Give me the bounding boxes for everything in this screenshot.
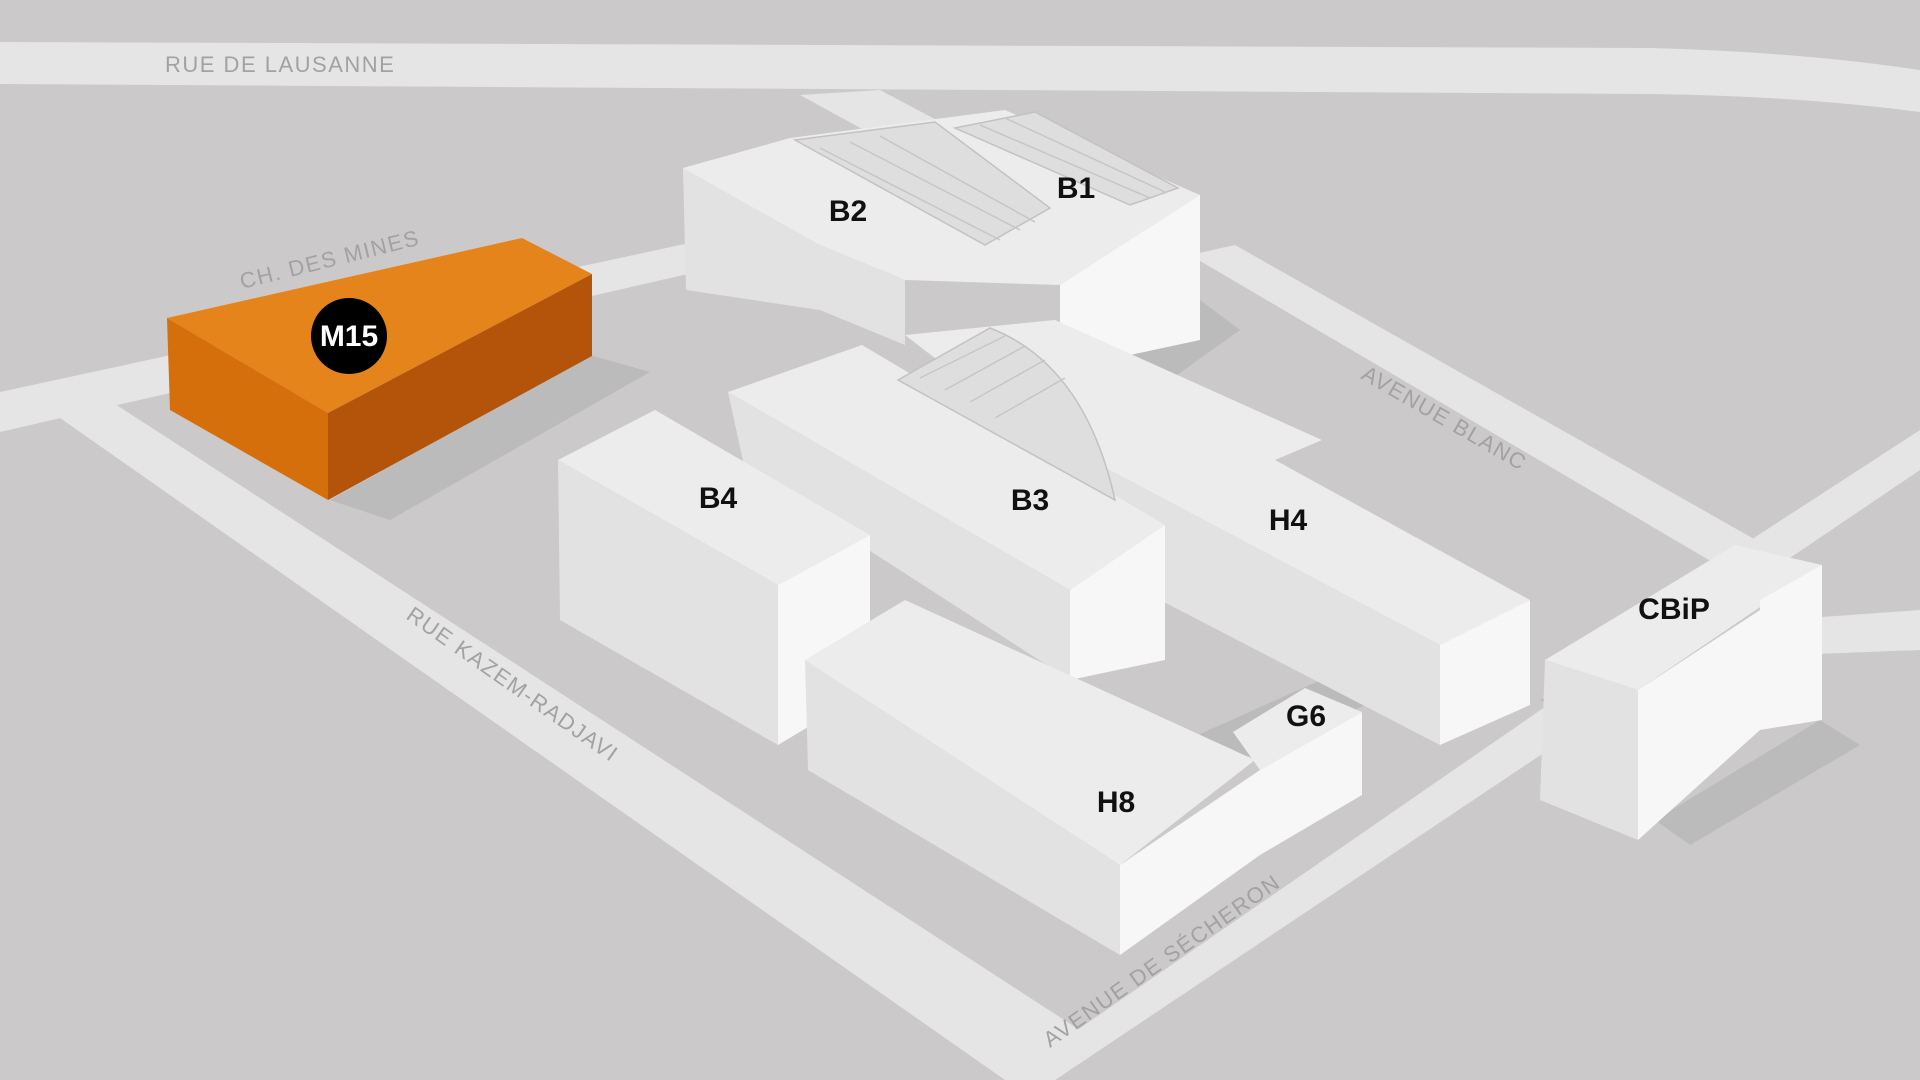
building-m15[interactable]: M15 [167, 238, 592, 500]
road-avenue-blanc [1190, 245, 1800, 590]
h4-label: H4 [1269, 504, 1308, 537]
h4-right-face [1440, 600, 1530, 745]
cbip-right-face [1638, 610, 1760, 840]
b3-label: B3 [1011, 484, 1049, 517]
m15-left-face [167, 318, 328, 500]
b3-left-face [728, 392, 1070, 680]
b1-label: B1 [1057, 172, 1095, 205]
m15-right-face [328, 274, 592, 500]
b2-left-face [683, 168, 905, 345]
cbip-east-wing [1760, 565, 1822, 730]
m15-badge [311, 298, 387, 374]
cbip-label: CBiP [1638, 593, 1710, 626]
b3-roof [728, 345, 1165, 590]
b2-label: B2 [829, 195, 867, 228]
h8-roof [805, 600, 1255, 865]
m15-label: M15 [320, 320, 378, 353]
b4-label: B4 [699, 482, 738, 515]
building-g6[interactable]: G6 [1233, 688, 1362, 855]
road-rue-kazem-radjavi [60, 402, 1095, 1080]
b3-glass-dome [896, 327, 1117, 502]
b3-right-face [1070, 525, 1165, 680]
g6-roof [1233, 688, 1362, 770]
building-h8[interactable]: H8 [805, 600, 1260, 955]
h8-right-face [1120, 770, 1260, 955]
b4-roof [558, 410, 870, 585]
b1-right-face [1060, 195, 1200, 370]
cbip-roof [1545, 545, 1822, 690]
h8-left-face [805, 660, 1120, 955]
building-b3[interactable]: B3 [728, 327, 1165, 680]
building-b2-b1[interactable]: B2 B1 [683, 110, 1200, 370]
h8-label: H8 [1097, 786, 1135, 819]
b2-glass-roof [792, 121, 1052, 246]
building-cbip[interactable]: CBiP [1540, 545, 1822, 840]
g6-label: G6 [1286, 700, 1326, 733]
cbip-left-face [1540, 660, 1638, 840]
road-east-connector [1720, 430, 1920, 585]
road-avenue-de-secheron [1005, 700, 1590, 1080]
b1-glass-roof [952, 111, 1180, 206]
g6-right-face [1260, 712, 1362, 855]
road-rue-de-lausanne [0, 42, 1920, 112]
street-label-rue-de-lausanne: RUE DE LAUSANNE [165, 52, 395, 77]
b4-left-face [558, 460, 778, 745]
